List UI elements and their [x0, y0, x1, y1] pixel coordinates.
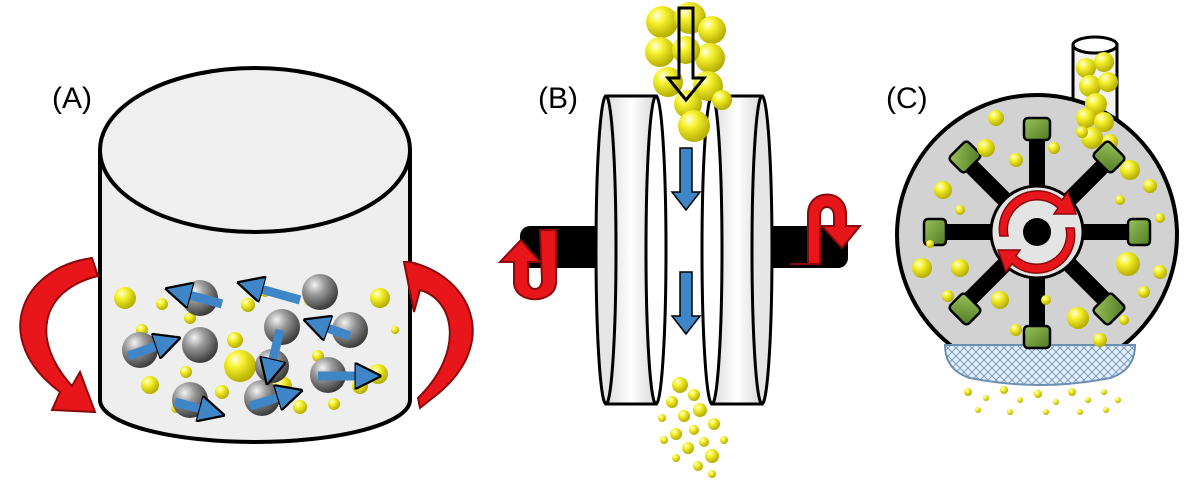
- hammer-mill-screen: [943, 344, 1137, 386]
- hammer-mill-particles: [912, 110, 1167, 347]
- flow-arrow-icon: [670, 147, 702, 212]
- hammer-mill: [895, 35, 1179, 415]
- disc-mill-output-particles: [658, 377, 728, 478]
- rotation-arrow-icon: [402, 261, 474, 410]
- disc-left: [594, 94, 668, 406]
- disc-right: [700, 94, 774, 406]
- rotor-shaft: [1023, 218, 1051, 246]
- panel-label-b: (B): [538, 82, 578, 115]
- feed-arrow-icon: [664, 6, 708, 103]
- ball-mill: [19, 66, 474, 444]
- panel-label-a: (A): [52, 82, 92, 115]
- motion-arrow-icon: [250, 286, 302, 305]
- motion-arrow-icon: [270, 328, 280, 372]
- rotation-arrow-icon: [996, 227, 1076, 274]
- rotation-arrow-icon: [790, 193, 863, 265]
- motion-arrow-icon: [248, 394, 290, 406]
- ball-mill-drum-top: [98, 66, 412, 234]
- disc-mill: [497, 2, 863, 478]
- ball-mill-motion-arrows: [126, 286, 368, 412]
- panel-label-c: (C): [886, 82, 928, 115]
- hammer-mill-output-particles: [964, 386, 1121, 415]
- motion-arrow-icon: [173, 402, 212, 412]
- disc-mill-shaft-right: [760, 226, 848, 268]
- motion-arrow-icon: [316, 324, 352, 336]
- rotation-arrow-icon: [497, 229, 557, 301]
- rotation-arrow-icon: [998, 190, 1078, 237]
- flow-arrow-icon: [670, 271, 702, 336]
- motion-arrow-icon: [126, 342, 168, 361]
- rotation-arrow-icon: [19, 256, 100, 414]
- motion-arrow-icon: [178, 292, 224, 304]
- hammers: [922, 116, 1152, 350]
